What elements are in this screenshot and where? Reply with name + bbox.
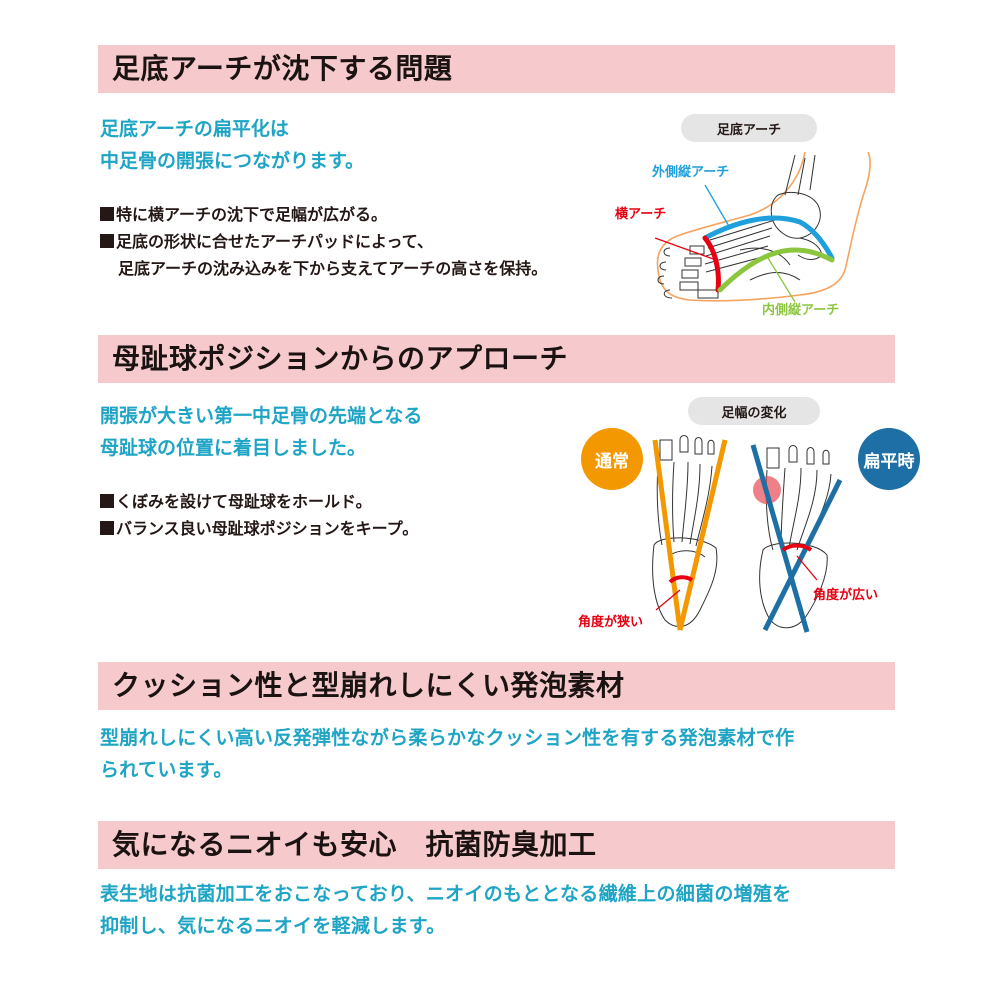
inner-arch-label: 内側縦アーチ xyxy=(762,303,840,318)
section-header-bar: 足底アーチが沈下する問題 xyxy=(98,45,895,93)
lead-line: 抑制し、気になるニオイを軽減します。 xyxy=(100,915,446,937)
lead-line: 表生地は抗菌加工をおこなっており、ニオイのもととなる繊維上の細菌の増殖を xyxy=(100,883,792,905)
bullet-item: くぼみを設けて母趾球をホールド。 xyxy=(100,488,418,515)
section-title: 足底アーチが沈下する問題 xyxy=(112,52,453,85)
figure-pill-label: 足幅の変化 xyxy=(688,397,820,425)
bullet-item: バランス良い母趾球ポジションをキープ。 xyxy=(100,515,418,542)
figure-pill-label: 足底アーチ xyxy=(681,114,817,142)
transverse-arch-label: 横アーチ xyxy=(615,207,667,222)
section-header-bar: 母趾球ポジションからのアプローチ xyxy=(98,335,895,383)
flat-foot-illustration xyxy=(745,440,855,640)
lead-line: 母趾球の位置に着目しました。 xyxy=(100,437,367,459)
bullet-list: くぼみを設けて母趾球をホールド。 バランス良い母趾球ポジションをキープ。 xyxy=(100,488,418,542)
lead-line: られています。 xyxy=(100,759,233,781)
foot-top-flat-icon xyxy=(750,444,843,633)
lead-line: 型崩れしにくい高い反発弾性ながら柔らかなクッション性を有する発泡素材で作 xyxy=(100,727,795,749)
narrow-angle-label: 角度が狭い xyxy=(578,615,644,630)
flat-badge: 扁平時 xyxy=(858,428,920,490)
square-bullet-icon xyxy=(100,494,114,508)
bullet-item: 特に横アーチの沈下で足幅が広がる。 xyxy=(100,201,547,228)
lead-text: 型崩れしにくい高い反発弾性ながら柔らかなクッション性を有する発泡素材で作 られて… xyxy=(100,722,794,786)
section-header-bar: クッション性と型崩れしにくい発泡素材 xyxy=(98,662,895,710)
lead-text: 開張が大きい第一中足骨の先端となる 母趾球の位置に着目しました。 xyxy=(100,400,422,464)
lead-line: 開張が大きい第一中足骨の先端となる xyxy=(100,405,423,427)
lead-text: 表生地は抗菌加工をおこなっており、ニオイのもととなる繊維上の細菌の増殖を 抑制し… xyxy=(100,878,792,942)
bullet-list: 特に横アーチの沈下で足幅が広がる。 足底の形状に合せたアーチパッドによって、 足… xyxy=(100,201,547,282)
lead-line: 足底アーチの扁平化は xyxy=(100,118,289,140)
foot-arch-illustration xyxy=(650,150,880,320)
square-bullet-icon xyxy=(100,234,114,248)
bullet-continuation: 足底アーチの沈み込みを下から支えてアーチの高さを保持。 xyxy=(118,259,548,278)
foot-side-icon xyxy=(654,151,871,303)
section-title: クッション性と型崩れしにくい発泡素材 xyxy=(112,669,625,702)
wide-angle-label: 角度が広い xyxy=(813,588,879,603)
lead-line: 中足骨の開張につながります。 xyxy=(100,150,365,172)
normal-badge: 通常 xyxy=(581,428,643,490)
outer-arch-label: 外側縦アーチ xyxy=(652,165,730,180)
section-title: 母趾球ポジションからのアプローチ xyxy=(112,342,569,375)
section-header-bar: 気になるニオイも安心 抗菌防臭加工 xyxy=(98,821,895,869)
lead-text: 足底アーチの扁平化は 中足骨の開張につながります。 xyxy=(100,113,364,177)
normal-foot-illustration xyxy=(640,430,740,640)
square-bullet-icon xyxy=(100,521,114,535)
section-title: 気になるニオイも安心 抗菌防臭加工 xyxy=(112,828,597,861)
bullet-item: 足底の形状に合せたアーチパッドによって、 xyxy=(100,228,547,255)
foot-top-normal-icon xyxy=(652,435,728,631)
square-bullet-icon xyxy=(100,207,114,221)
